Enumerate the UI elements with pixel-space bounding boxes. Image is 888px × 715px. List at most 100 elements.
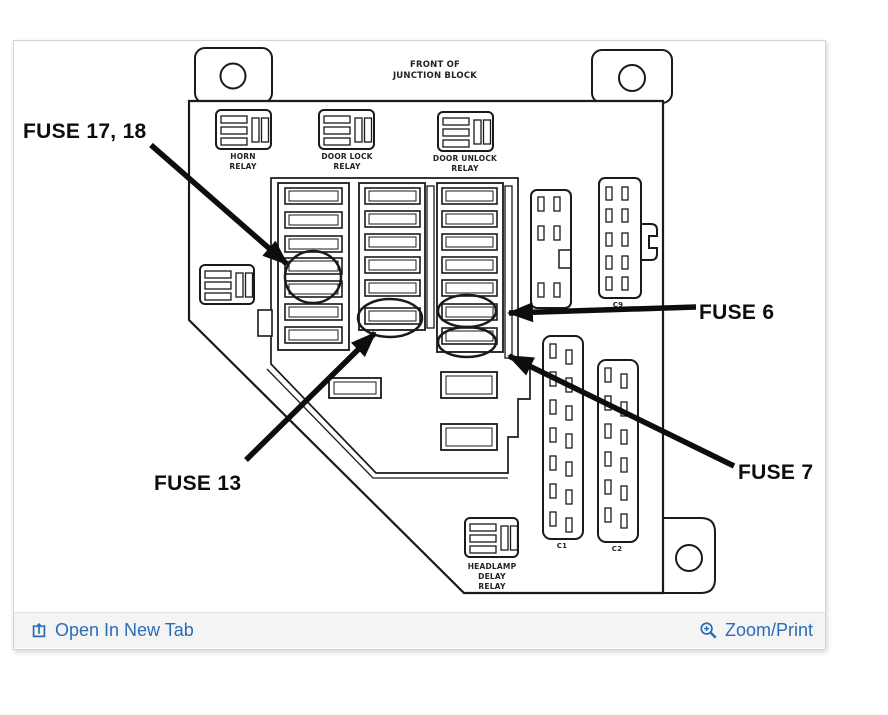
connector-slot <box>565 433 573 449</box>
fuse-slot <box>284 257 343 275</box>
door-unlock-relay-label-line1: DOOR UNLOCK <box>433 154 498 163</box>
connector-c9 <box>598 177 642 299</box>
relay-bar <box>509 525 519 551</box>
relay-bar <box>354 117 363 143</box>
arrow-fuse-17-18 <box>149 142 289 267</box>
circle-fuse-13 <box>356 297 424 339</box>
connector-slot <box>549 511 557 527</box>
connector-slot <box>549 427 557 443</box>
fuse-slot <box>440 371 498 399</box>
relay-bar <box>323 126 351 135</box>
door-unlock-relay <box>437 111 494 152</box>
fuse-slot-inner <box>368 190 417 202</box>
fuse-slot-inner <box>368 310 417 322</box>
relay-bar <box>204 281 232 290</box>
front-of-label-line1: FRONT OF <box>410 60 460 70</box>
mount-hole-bottom-right <box>675 544 703 572</box>
callout-fuse-13: FUSE 13 <box>154 472 241 495</box>
fuse-box-diagram: FRONT OF JUNCTION BLOCK HORN RELAY <box>23 47 813 595</box>
fuse-slot-inner <box>333 381 377 395</box>
arrow-fuse-13 <box>244 331 377 462</box>
spare-relay <box>199 264 255 305</box>
connector-mid-notch <box>558 249 571 269</box>
connector-slot <box>537 196 545 212</box>
fuse-slot <box>441 187 498 205</box>
callout-fuse-6: FUSE 6 <box>699 301 774 324</box>
connector-mid <box>530 189 572 309</box>
connector-slot <box>537 282 545 298</box>
image-viewer-panel: FRONT OF JUNCTION BLOCK HORN RELAY <box>13 40 826 650</box>
door-lock-relay-label-line1: DOOR LOCK <box>321 152 373 161</box>
connector-slot <box>604 479 612 495</box>
fuse-column-right <box>436 182 504 353</box>
relay-bar <box>323 137 351 146</box>
connector-slot <box>620 373 628 389</box>
connector-slot <box>605 276 613 291</box>
fuse-slot <box>284 326 343 344</box>
fuse-slot <box>284 280 343 298</box>
junction-block-outline <box>187 99 665 595</box>
horn-relay-label-line2: RELAY <box>229 162 257 171</box>
fuse-slot-inner <box>445 213 494 225</box>
fuse-slot <box>364 187 421 205</box>
callout-fuse-7: FUSE 7 <box>738 461 813 484</box>
relay-bar <box>260 117 270 143</box>
connector-c9-label: C9 <box>613 301 623 309</box>
connector-slot <box>549 343 557 359</box>
fuse-slot <box>284 211 343 229</box>
fuse-panel-outline <box>270 177 531 474</box>
arrow-fuse-7 <box>507 353 736 469</box>
connector-slot <box>605 186 613 201</box>
relay-bar <box>482 119 492 145</box>
door-lock-relay-label-line2: RELAY <box>333 162 361 171</box>
fuse-column-middle <box>358 182 426 331</box>
fuse-slot <box>441 233 498 251</box>
zoom-print-link[interactable]: Zoom/Print <box>699 620 813 641</box>
relay-bar <box>235 272 244 298</box>
fuse-slot <box>364 210 421 228</box>
open-in-new-tab-label: Open In New Tab <box>55 620 194 640</box>
fuse-slot-inner <box>368 259 417 271</box>
relay-bar <box>204 292 232 301</box>
headlamp-relay-label-line1: HEADLAMP <box>468 562 517 571</box>
headlamp-relay-label-line3: RELAY <box>478 582 506 591</box>
fuse-slots <box>284 187 498 451</box>
fuse-slot-inner <box>445 427 493 447</box>
front-of-label-line2: JUNCTION BLOCK <box>392 71 477 81</box>
fuse-slot <box>328 377 382 399</box>
fuse-slot-inner <box>445 306 494 318</box>
fuse-slot <box>440 423 498 451</box>
fuse-slot-inner <box>445 190 494 202</box>
fuse-slot-inner <box>288 214 339 226</box>
relay-bar <box>442 117 470 126</box>
fuse-slot-inner <box>288 238 339 250</box>
relay-bar <box>204 270 232 279</box>
fuse-slot-inner <box>445 375 493 395</box>
mount-hole-top-right <box>618 64 646 92</box>
zoom-print-icon <box>700 622 717 639</box>
horn-relay <box>215 109 272 150</box>
mount-hole-top-left <box>219 62 247 90</box>
connector-slot <box>621 208 629 223</box>
connector-c1-label: C1 <box>557 542 567 550</box>
connector-c2 <box>597 359 639 543</box>
fuse-slot-inner <box>445 282 494 294</box>
fuse-slot-inner <box>288 306 339 318</box>
relay-bar <box>442 128 470 137</box>
connector-slot <box>605 232 613 247</box>
zoom-print-label: Zoom/Print <box>724 620 813 640</box>
headlamp-relay-label-line2: DELAY <box>478 572 506 581</box>
connector-slot <box>537 225 545 241</box>
fuse-slot <box>284 187 343 205</box>
fuse-slot <box>441 210 498 228</box>
mount-tab-top-left <box>194 47 273 104</box>
door-lock-relay <box>318 109 375 150</box>
relay-bar <box>469 523 497 532</box>
open-in-new-tab-link[interactable]: Open In New Tab <box>30 620 194 641</box>
fuse-slot-inner <box>288 329 339 341</box>
connector-slot <box>605 208 613 223</box>
fuse-slot-inner <box>445 259 494 271</box>
circle-fuse-7 <box>436 325 498 359</box>
connector-c9-tab <box>641 223 658 261</box>
fuse-slot-inner <box>445 236 494 248</box>
